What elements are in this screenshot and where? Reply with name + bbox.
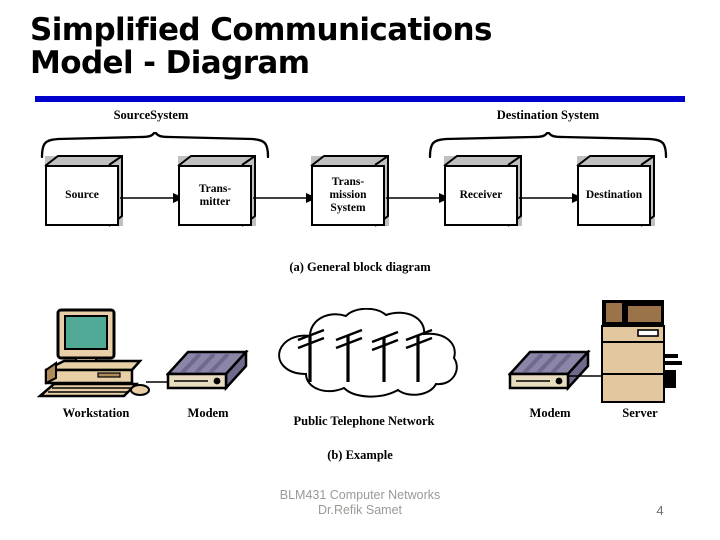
modem-icon: [166, 350, 249, 392]
group-label-destination-system: Destination System: [496, 108, 600, 122]
arrow-transmission-to-receiver: [386, 193, 450, 203]
arrow-source-to-transmitter: [120, 193, 184, 203]
box-front-face: Receiver: [444, 165, 518, 226]
general-block-diagram: SourceSystem Destination System Source: [0, 104, 720, 294]
page-title: Simplified Communications Model - Diagra…: [30, 12, 492, 81]
device-label-modem-left: Modem: [187, 406, 229, 420]
server-tower-icon: [601, 300, 682, 403]
caption-general-block-diagram: (a) General block diagram: [289, 260, 431, 274]
box-label: Source: [65, 189, 99, 201]
footer-course-info: BLM431 Computer Networks Dr.Refik Samet: [279, 488, 441, 517]
block-box-transmission-system: Trans- mission System: [310, 155, 389, 227]
block-box-receiver: Receiver: [443, 155, 522, 227]
box-top-face: [311, 156, 389, 167]
block-box-destination: Destination: [576, 155, 655, 227]
workstation-icon: [36, 308, 150, 398]
page-number: 4: [656, 503, 664, 518]
box-top-face: [577, 156, 655, 167]
device-label-workstation: Workstation: [62, 406, 130, 420]
box-front-face: Trans- mitter: [178, 165, 252, 226]
device-label-server: Server: [622, 406, 658, 420]
caption-example: (b) Example: [327, 448, 393, 462]
title-block: Simplified Communications Model - Diagra…: [30, 14, 690, 80]
box-label: Destination: [585, 189, 643, 201]
example-diagram: Workstation Modem: [0, 294, 720, 474]
modem-icon: [508, 350, 591, 392]
arrow-receiver-to-destination: [519, 193, 583, 203]
block-box-source: Source: [44, 155, 123, 227]
box-front-face: Source: [45, 165, 119, 226]
group-label-source-system: SourceSystem: [113, 108, 189, 122]
brace-source-system: [40, 132, 270, 158]
box-front-face: Trans- mission System: [311, 165, 385, 226]
block-box-transmitter: Trans- mitter: [177, 155, 256, 227]
device-label-public-telephone-network: Public Telephone Network: [293, 414, 435, 428]
device-label-modem-right: Modem: [529, 406, 571, 420]
title-underline-rule: [35, 96, 685, 102]
arrow-transmitter-to-transmission: [253, 193, 317, 203]
box-front-face: Destination: [577, 165, 651, 226]
box-label: Trans- mitter: [198, 182, 232, 208]
box-top-face: [45, 156, 123, 167]
box-top-face: [444, 156, 522, 167]
brace-destination-system: [428, 132, 668, 158]
box-top-face: [178, 156, 256, 167]
box-label: Trans- mission System: [329, 176, 367, 214]
box-label: Receiver: [459, 189, 503, 201]
cloud-telephone-poles-icon: [278, 308, 458, 398]
